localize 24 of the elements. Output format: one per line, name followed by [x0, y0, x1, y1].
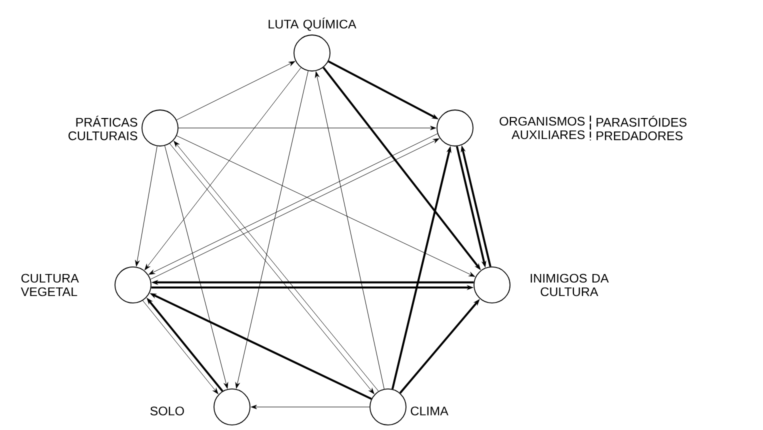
circle-node: LUTA QUÍMICA	[268, 18, 356, 72]
circle-node: SOLO	[150, 388, 250, 426]
arrow	[164, 146, 228, 389]
arrow	[176, 136, 475, 277]
arrow	[178, 126, 436, 130]
arrow	[314, 72, 384, 390]
circle-node: CLIMA	[370, 388, 448, 426]
node-label: LUTA QUÍMICA	[268, 18, 356, 31]
arrow	[176, 61, 295, 120]
node-label: PARASITÓIDES PREDADORES	[596, 116, 686, 140]
node-label: CULTURA VEGETAL	[20, 274, 79, 296]
circle-node: PRÁTICAS CULTURAIS	[68, 110, 178, 146]
node-label: SOLO	[150, 406, 184, 416]
node-label: PRÁTICAS CULTURAIS	[68, 116, 138, 140]
arrow	[235, 70, 308, 389]
arrow	[135, 146, 158, 266]
node-label: ORGANISMOS AUXILIARES	[500, 116, 585, 140]
circle-node: ORGANISMOS AUXILIARES PARASITÓIDES PREDADORES	[436, 110, 686, 146]
circle-node: INIMIGOS DA CULTURA	[474, 266, 609, 304]
node-label: CLIMA	[410, 406, 448, 416]
node-label: INIMIGOS DA CULTURA	[530, 274, 609, 296]
circle-node: CULTURA VEGETAL	[20, 266, 152, 304]
arrow	[144, 67, 302, 270]
arrow	[250, 404, 370, 410]
